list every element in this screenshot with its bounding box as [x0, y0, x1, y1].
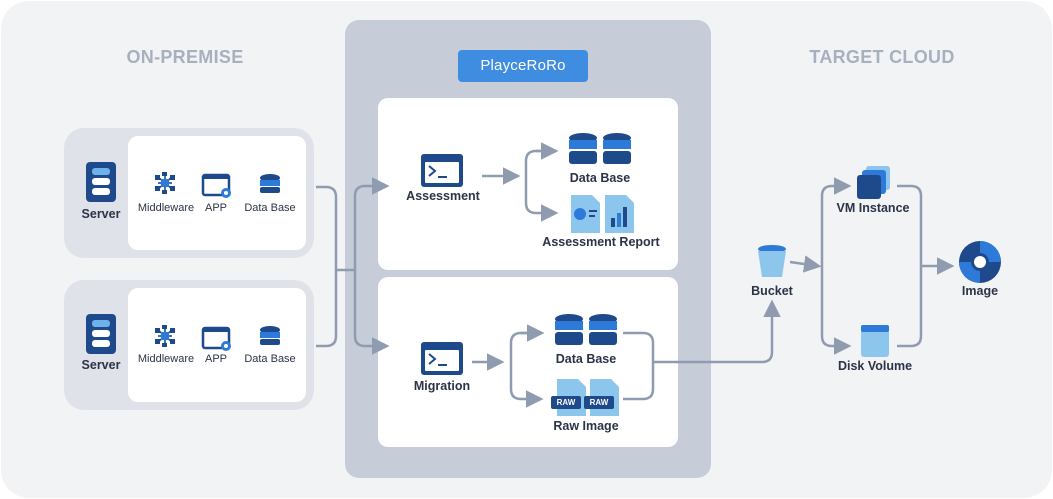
app-icon: [201, 173, 231, 198]
migration-database-label: Data Base: [555, 352, 617, 366]
assessment-database-label: Data Base: [569, 171, 631, 185]
database-label: Data Base: [244, 353, 296, 365]
database-pair-icon: [555, 314, 617, 345]
assessment-label: Assessment: [406, 189, 480, 203]
bucket-label: Bucket: [751, 284, 793, 298]
middleware-label: Middleware: [137, 353, 195, 365]
raw-badge: RAW: [556, 398, 576, 407]
database-icon: [260, 326, 280, 345]
raw-badge: RAW: [589, 398, 609, 407]
terminal-icon: [421, 342, 463, 375]
app-icon: [201, 326, 231, 351]
on-premise-heading: ON-PREMISE: [126, 47, 244, 67]
image-disc-icon: [959, 241, 1001, 283]
bucket-icon: [758, 245, 786, 277]
target-cloud-heading: TARGET CLOUD: [809, 47, 955, 67]
vm-instance-icon: [857, 166, 890, 199]
image-label: Image: [961, 284, 999, 298]
database-label: Data Base: [244, 202, 296, 214]
disk-volume-icon: [861, 325, 889, 357]
report-icon: [571, 195, 634, 233]
assessment-report-label: Assessment Report: [542, 235, 660, 249]
server-icon: [86, 162, 116, 202]
playceroro-brand-badge: PlayceRoRo: [458, 50, 588, 82]
server-icon: [86, 314, 116, 354]
migration-label: Migration: [413, 379, 471, 393]
middleware-icon: [155, 172, 175, 194]
server-label: Server: [81, 358, 121, 372]
database-icon: [260, 174, 280, 193]
raw-image-icon: [551, 379, 619, 416]
server-label: Server: [81, 207, 121, 221]
middleware-label: Middleware: [137, 202, 195, 214]
connectors: [316, 142, 955, 408]
database-pair-icon: [569, 133, 631, 164]
raw-image-label: Raw Image: [553, 419, 619, 433]
vm-instance-label: VM Instance: [836, 201, 910, 215]
app-label: APP: [204, 202, 227, 214]
terminal-icon: [421, 154, 463, 187]
middleware-icon: [155, 325, 175, 347]
app-label: APP: [204, 353, 227, 365]
disk-volume-label: Disk Volume: [837, 359, 913, 373]
